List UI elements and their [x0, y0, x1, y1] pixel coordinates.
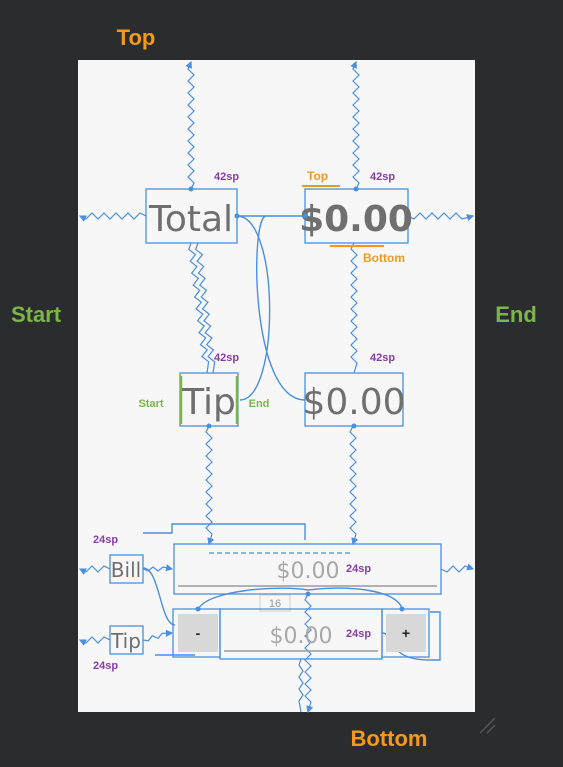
anchor-dot	[351, 423, 357, 429]
total-amount-bottom-label: Bottom	[363, 251, 405, 265]
plus-button[interactable]	[386, 614, 426, 652]
bill-input-end-spring	[440, 563, 475, 573]
input-to-plus	[307, 587, 403, 609]
tip-amount-to-bill-spring	[349, 425, 359, 546]
tip-amount: $0.00	[302, 382, 405, 423]
plus-label: +	[402, 625, 410, 641]
total-margin-annotation: 42sp	[214, 171, 239, 183]
bottom-label: Bottom	[351, 726, 428, 751]
anchor-dot	[302, 213, 308, 219]
tip-label: Tip	[181, 382, 236, 423]
total-to-tip-spring	[188, 242, 210, 374]
tip-row-start-spring	[78, 636, 111, 646]
seek-value: 16	[269, 598, 281, 610]
anchor-dot	[353, 186, 359, 192]
bill-margin-annotation: 24sp	[93, 534, 118, 546]
total-start-spring	[78, 212, 147, 222]
total-amount-to-tip-amount-spring	[350, 242, 358, 374]
anchor-dots	[188, 186, 405, 612]
tip-row-to-minus-spring	[142, 629, 174, 642]
tip-margin-annotation: 42sp	[214, 352, 239, 364]
start-label: Start	[11, 302, 62, 327]
minus-label: -	[196, 625, 201, 641]
bill-to-input-spring	[142, 564, 174, 572]
tip-amount-margin-annotation: 42sp	[370, 352, 395, 364]
bill-label: Bill	[111, 558, 141, 582]
anchor-dot	[399, 606, 405, 612]
bill-input-margin-annotation: 24sp	[346, 563, 371, 575]
total-amount-top-label: Top	[307, 169, 328, 183]
resize-grip-icon[interactable]	[479, 717, 496, 734]
minus-to-input	[198, 587, 309, 609]
bill-to-minus	[142, 567, 176, 626]
anchor-dot	[195, 606, 201, 612]
tip-end-chain	[236, 215, 271, 401]
plus-button-frame[interactable]	[381, 608, 430, 658]
top-label: Top	[117, 25, 156, 50]
total-top-spring	[185, 60, 195, 190]
seek-value-box	[259, 594, 291, 612]
tip-input[interactable]: $0.00	[270, 624, 333, 649]
end-label: End	[495, 302, 537, 327]
total-to-tip-spring-2	[194, 242, 216, 374]
tip-input-margin-annotation: 24sp	[346, 628, 371, 640]
bill-input[interactable]: $0.00	[277, 559, 340, 584]
total-amount: $0.00	[299, 199, 413, 240]
bill-top	[143, 523, 306, 540]
minus-button[interactable]	[178, 614, 218, 652]
tip-input-bottom-spring	[298, 658, 304, 713]
tip-to-bill-spring	[205, 425, 215, 546]
tip-amount-start-chain	[256, 215, 306, 401]
total-amount-top-spring	[350, 60, 360, 190]
anchor-dot	[206, 423, 212, 429]
total-label: Total	[148, 199, 233, 240]
tip-row-label-box[interactable]	[109, 625, 144, 655]
tip-start-label: Start	[138, 398, 163, 410]
tip-end-label: End	[249, 398, 270, 410]
anchor-dot	[305, 591, 311, 597]
bill-start-spring	[78, 565, 111, 575]
anchor-dot	[188, 186, 194, 192]
anchor-dot	[234, 213, 240, 219]
total-amount-margin-annotation: 42sp	[370, 171, 395, 183]
bill-label-box[interactable]	[109, 554, 144, 584]
total-amount-end-spring	[407, 212, 475, 222]
tip-row-margin-annotation: 24sp	[93, 660, 118, 672]
tip-row-label: Tip	[110, 629, 141, 653]
